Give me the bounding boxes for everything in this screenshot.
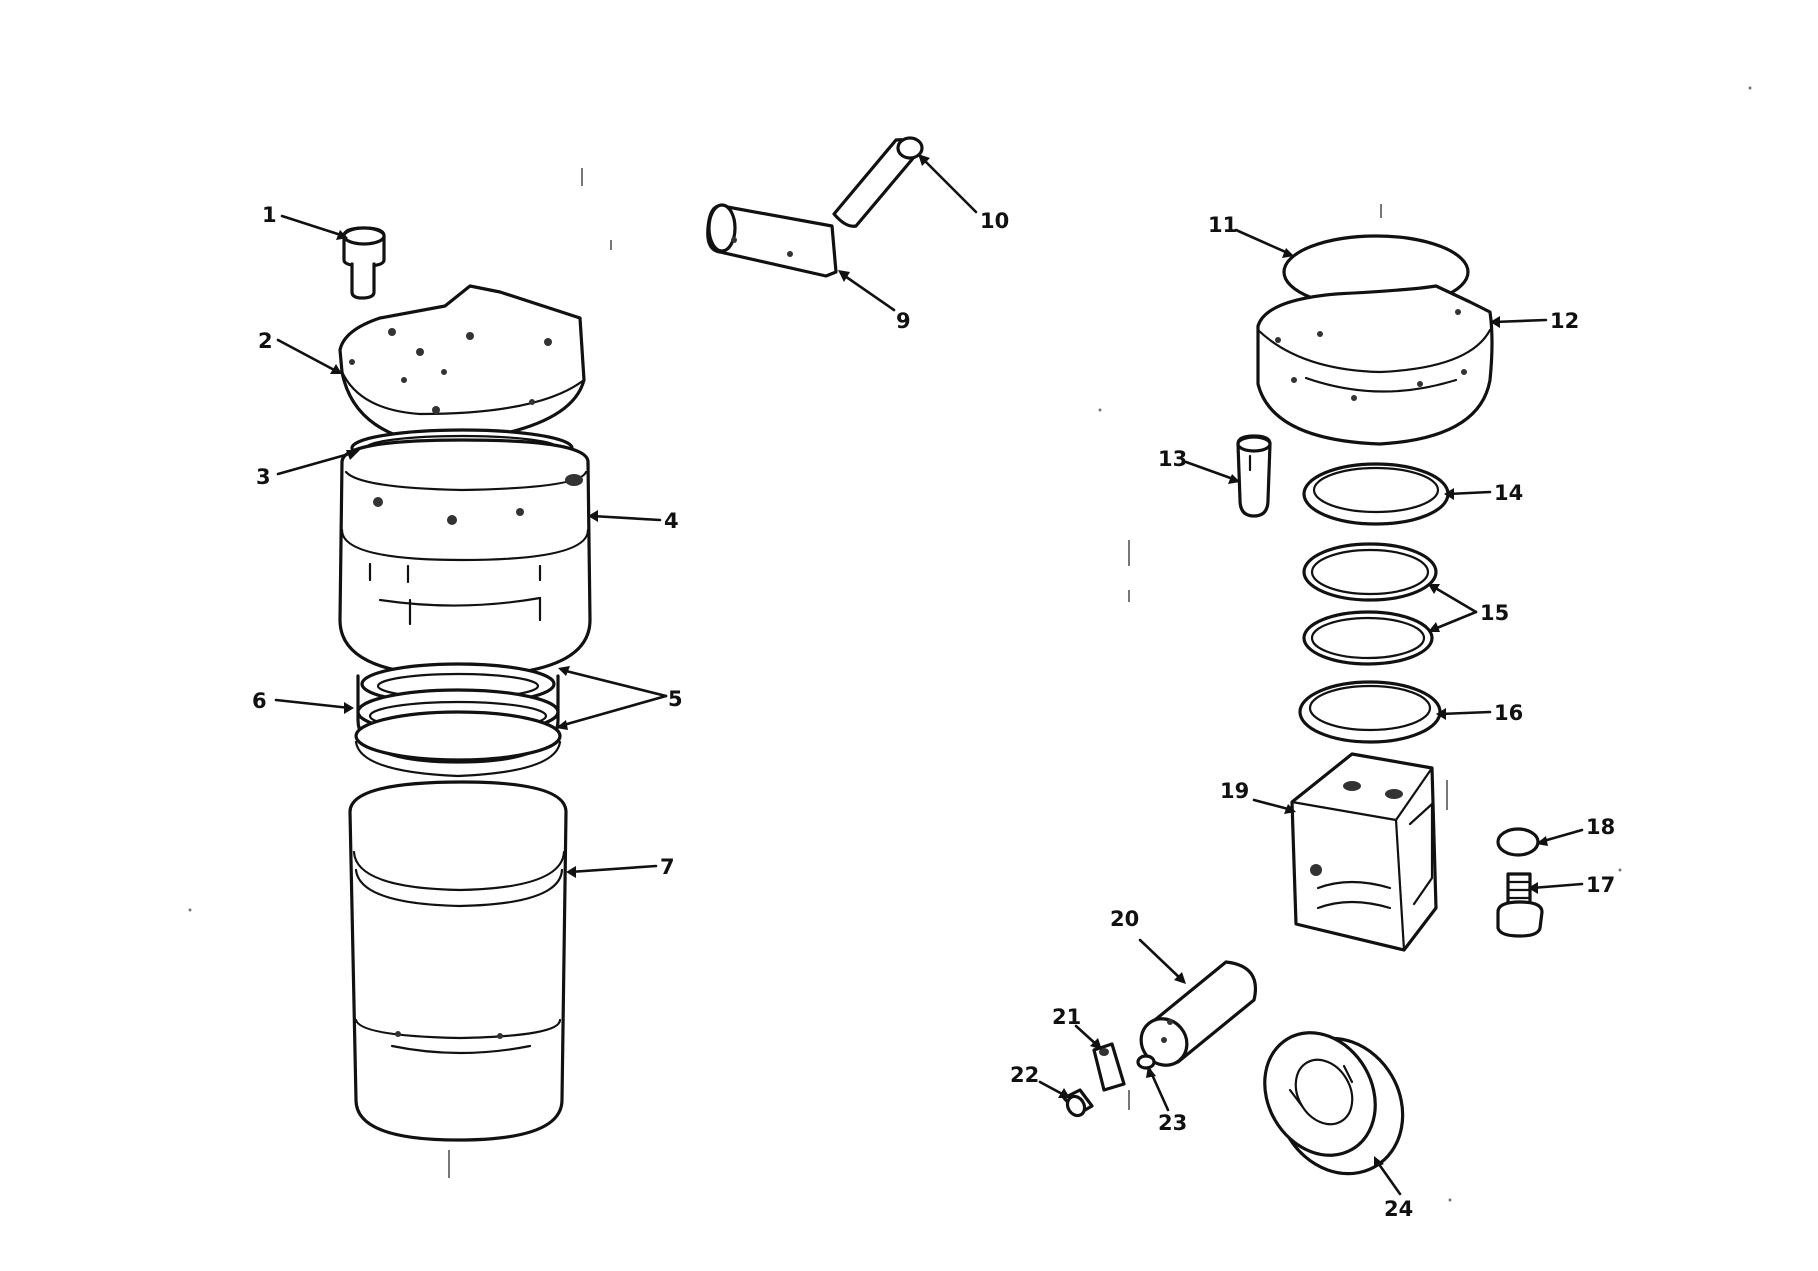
part-14-ring <box>1302 462 1450 526</box>
part-21-small-block <box>1092 1042 1126 1092</box>
label-part-16: 16 <box>1494 701 1523 725</box>
part-18-washer <box>1496 827 1540 857</box>
label-part-23: 23 <box>1158 1111 1187 1135</box>
part-17-screw <box>1496 872 1544 938</box>
part-5-seal-rings <box>354 688 562 778</box>
label-part-12: 12 <box>1550 309 1579 333</box>
label-part-14: 14 <box>1494 481 1523 505</box>
part-4-body <box>338 438 592 678</box>
label-part-19: 19 <box>1220 779 1249 803</box>
label-part-5: 5 <box>668 687 683 711</box>
part-7-lower-cylinder <box>348 780 568 1142</box>
part-23-small-pin <box>1136 1054 1156 1070</box>
scan-noise <box>188 86 1752 1202</box>
label-part-3: 3 <box>256 465 271 489</box>
label-part-9: 9 <box>896 309 911 333</box>
label-part-6: 6 <box>252 689 267 713</box>
leader-lines <box>274 154 1584 1196</box>
label-part-24: 24 <box>1384 1197 1413 1221</box>
label-part-15: 15 <box>1480 601 1509 625</box>
label-part-13: 13 <box>1158 447 1187 471</box>
part-number-labels: 1 2 3 4 5 6 7 9 10 11 12 13 14 15 16 17 … <box>252 203 1615 1221</box>
part-16-ring <box>1298 680 1442 744</box>
part-1-bolt <box>342 226 386 300</box>
label-part-7: 7 <box>660 855 675 879</box>
part-9-handle-block <box>706 203 838 278</box>
part-12-housing <box>1256 284 1494 446</box>
label-part-1: 1 <box>262 203 277 227</box>
label-part-17: 17 <box>1586 873 1615 897</box>
label-part-2: 2 <box>258 329 273 353</box>
label-part-21: 21 <box>1052 1005 1081 1029</box>
label-part-11: 11 <box>1208 213 1237 237</box>
part-15-o-rings <box>1302 542 1438 666</box>
part-24-roller <box>1263 1031 1405 1176</box>
part-10-handle-rod <box>832 136 924 228</box>
part-13-pin <box>1236 434 1272 518</box>
label-part-22: 22 <box>1010 1063 1039 1087</box>
label-part-18: 18 <box>1586 815 1615 839</box>
label-part-4: 4 <box>664 509 679 533</box>
part-20-cylinder <box>1139 960 1257 1067</box>
part-19-valve-block <box>1290 752 1438 952</box>
label-part-20: 20 <box>1110 907 1139 931</box>
part-22-small-screw <box>1062 1088 1094 1118</box>
label-part-10: 10 <box>980 209 1009 233</box>
part-2-top-cap <box>338 284 586 442</box>
